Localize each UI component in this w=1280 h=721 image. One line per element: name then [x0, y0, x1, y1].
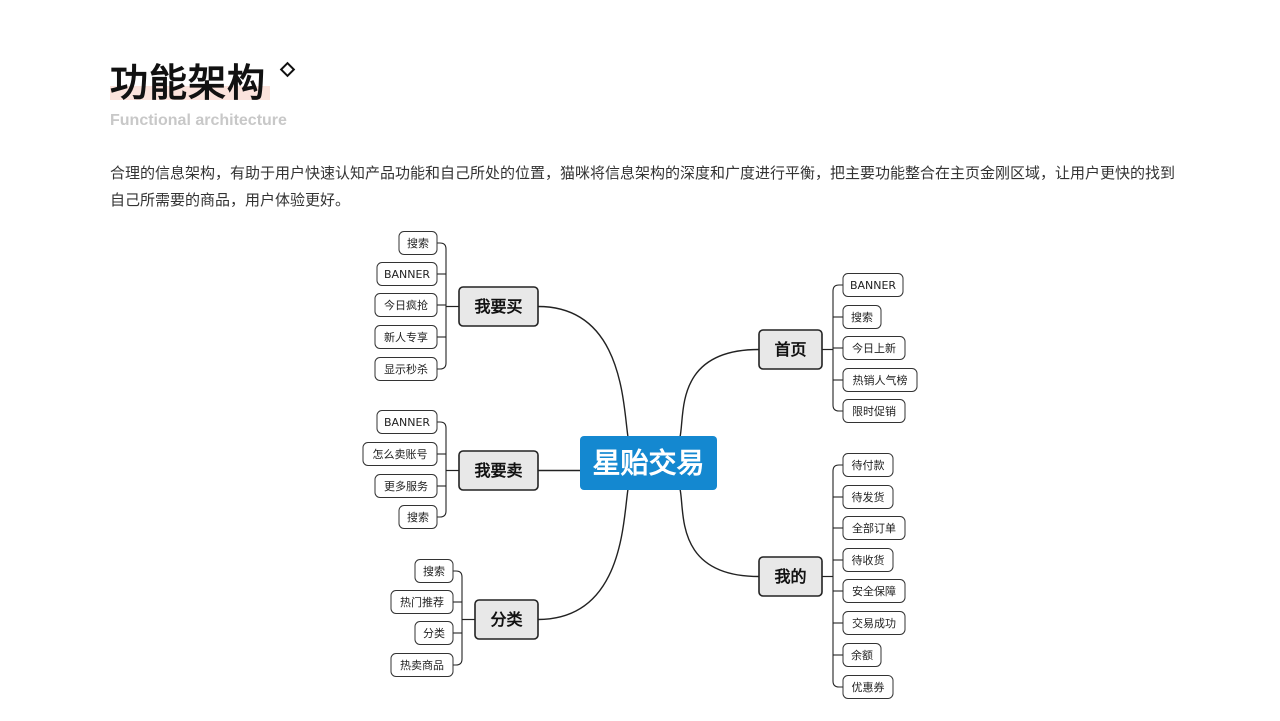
branch-node: [458, 286, 539, 327]
leaf-label: 显示秒杀: [384, 362, 428, 376]
leaf-connector: [832, 680, 843, 688]
page-title: 功能架构: [110, 61, 267, 105]
leaf-node: [376, 262, 438, 286]
leaf-connector: [437, 421, 447, 429]
leaf-label: BANNER: [384, 416, 430, 429]
center-node: [580, 436, 717, 490]
leaf-label: 限时促销: [852, 404, 896, 418]
leaf-connector: [832, 284, 843, 292]
leaf-node: [842, 516, 906, 540]
branch-node: [758, 556, 823, 597]
leaf-label: 新人专享: [384, 330, 428, 344]
leaf-label: 搜索: [851, 310, 873, 324]
leaf-node: [398, 505, 438, 529]
branch-node: [458, 450, 539, 491]
leaf-node: [362, 442, 438, 466]
leaf-node: [374, 293, 438, 317]
title-block: 功能架构: [110, 58, 296, 108]
leaf-label: 今日疯抢: [384, 298, 428, 312]
leaf-connector: [437, 362, 447, 370]
leaf-node: [842, 305, 882, 329]
leaf-node: [374, 357, 438, 381]
branch-label: 我的: [774, 567, 806, 586]
leaf-label: BANNER: [850, 279, 896, 292]
leaf-node: [376, 410, 438, 434]
leaf-node: [842, 611, 906, 635]
leaf-node: [390, 590, 454, 614]
leaf-label: 优惠券: [852, 680, 885, 694]
leaf-label: 余额: [851, 648, 873, 662]
leaf-node: [390, 653, 454, 677]
leaf-label: 搜索: [407, 236, 429, 250]
leaf-connector: [832, 404, 843, 412]
leaf-label: 待发货: [852, 490, 885, 504]
leaf-node: [842, 273, 904, 297]
leaf-label: 今日上新: [852, 341, 896, 355]
leaf-node: [414, 559, 454, 583]
leaf-node: [842, 643, 882, 667]
leaf-label: 热门推荐: [400, 595, 444, 609]
leaf-node: [842, 675, 894, 699]
leaf-node: [842, 399, 906, 423]
branch-node: [758, 329, 823, 370]
leaf-node: [414, 621, 454, 645]
branch-label: 我要买: [474, 297, 522, 316]
leaf-connector: [437, 242, 447, 250]
leaf-label: 更多服务: [384, 479, 428, 493]
leaf-label: 安全保障: [852, 584, 896, 598]
page-subtitle: Functional architecture: [110, 112, 287, 129]
leaf-label: 全部订单: [852, 521, 896, 535]
leaf-node: [842, 453, 894, 477]
branch-label: 首页: [774, 340, 806, 359]
leaf-node: [842, 336, 906, 360]
connector-line: [679, 348, 760, 438]
connector-line: [679, 488, 760, 578]
leaf-connector: [437, 510, 447, 518]
leaf-label: 搜索: [423, 564, 445, 578]
leaf-node: [842, 368, 918, 392]
connector-line: [537, 488, 629, 621]
branch-node: [474, 599, 539, 640]
leaf-label: 搜索: [407, 510, 429, 524]
connector-line: [537, 305, 629, 438]
leaf-connector: [453, 658, 463, 666]
leaf-label: 热销人气榜: [853, 373, 908, 387]
branch-label: 分类: [490, 610, 523, 629]
leaf-label: 分类: [423, 626, 445, 640]
leaf-node: [398, 231, 438, 255]
leaf-node: [374, 474, 438, 498]
leaf-node: [374, 325, 438, 349]
center-label: 星贻交易: [592, 447, 704, 480]
branch-label: 我要卖: [474, 461, 522, 480]
leaf-node: [842, 485, 894, 509]
leaf-connector: [453, 570, 463, 578]
leaf-connector: [832, 464, 843, 472]
leaf-node: [842, 579, 906, 603]
leaf-label: 怎么卖账号: [373, 447, 428, 461]
leaf-node: [842, 548, 894, 572]
leaf-label: 交易成功: [852, 616, 896, 630]
leaf-label: 待付款: [852, 458, 885, 472]
leaf-label: BANNER: [384, 268, 430, 281]
leaf-label: 热卖商品: [400, 658, 444, 672]
leaf-label: 待收货: [852, 553, 885, 567]
page-description: 合理的信息架构，有助于用户快速认知产品功能和自己所处的位置，猫咪将信息架构的深度…: [110, 164, 1176, 209]
title-highlight: [110, 86, 270, 100]
